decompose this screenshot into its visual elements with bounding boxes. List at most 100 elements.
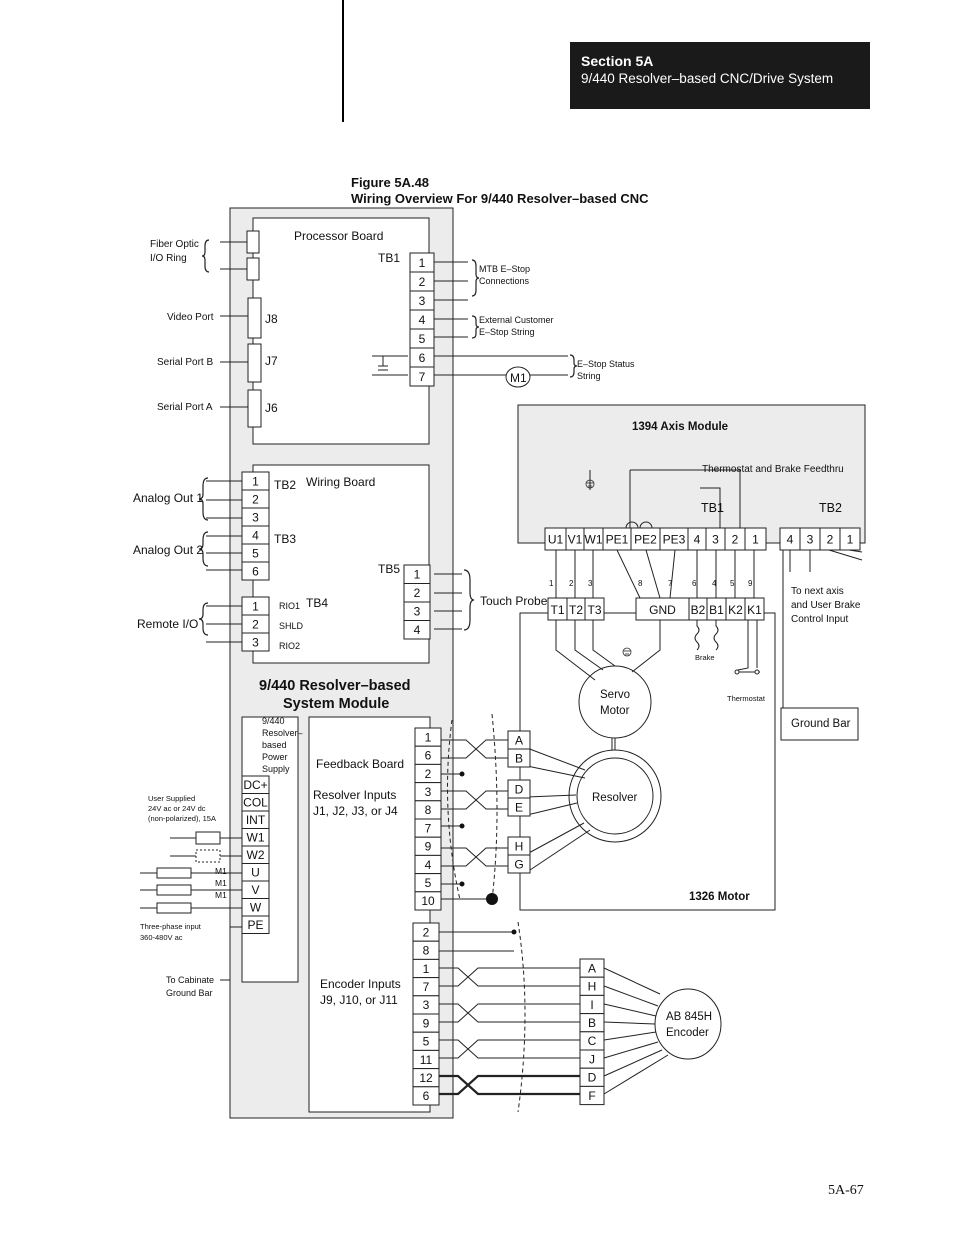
tb4-terminal-label: 2 <box>252 617 259 631</box>
figure-number: Figure 5A.48 <box>351 175 430 190</box>
axis-wire-number: 8 <box>638 579 643 588</box>
encoder-terminal-label: H <box>588 980 597 994</box>
motor-terminal-label: T1 <box>550 603 564 617</box>
encoder-inputs-label-1: Encoder Inputs <box>320 977 401 991</box>
axis-tb2-terminal-label: 1 <box>847 532 854 546</box>
processor-tb1-label: TB1 <box>378 251 400 265</box>
axis-wire-number: 9 <box>748 579 753 588</box>
power-supply-terminal-label: U <box>251 866 260 880</box>
encoder-inputs-label-2: J9, J10, or J11 <box>320 993 398 1007</box>
mtb-estop-label-2: Connections <box>479 276 530 286</box>
ground-bar-note-2: Ground Bar <box>166 988 213 998</box>
tb1-terminal-label: 4 <box>419 313 426 327</box>
axis-tb1-terminal-label: 3 <box>712 532 719 546</box>
motor-terminal-label: B2 <box>691 603 706 617</box>
tb4-label: TB4 <box>306 596 328 610</box>
analog-out-1-label: Analog Out 1 <box>133 491 203 505</box>
tb5-terminal-label: 2 <box>414 586 421 600</box>
estop-status-label-2: String <box>577 371 601 381</box>
axis-tb1-terminal-cell <box>744 527 767 551</box>
encoder-label-2: Encoder <box>666 1027 709 1039</box>
encoder-terminal-label: F <box>588 1089 595 1103</box>
power-supply-terminal-label: W <box>250 901 262 915</box>
touch-probe-label: Touch Probe <box>480 594 548 608</box>
motor-box <box>519 612 776 911</box>
power-supply-terminal-label: W2 <box>247 848 265 862</box>
serial-port-a-label: Serial Port A <box>157 402 213 413</box>
ext-estop-label-2: E–Stop String <box>479 327 535 337</box>
power-supply-terminal-label: INT <box>246 813 266 827</box>
tb5-terminal-label: 3 <box>414 605 421 619</box>
axis-wire-number: 2 <box>569 579 574 588</box>
axis-tb1-terminal-label: 1 <box>752 532 759 546</box>
user-supplied-label-3: (non-polarized), 15A <box>148 814 216 823</box>
encoder-input-terminal-label: 5 <box>423 1035 430 1049</box>
power-supply-label-line: Resolver– <box>262 728 303 738</box>
encoder-input-terminal-label: 6 <box>423 1089 430 1103</box>
figure-title: Wiring Overview For 9/440 Resolver–based… <box>351 191 649 206</box>
encoder-input-terminal-label: 8 <box>423 944 430 958</box>
thermostat-label: Thermostat <box>727 694 766 703</box>
tb1-terminal-label: 6 <box>419 351 426 365</box>
power-supply-terminal-label: W1 <box>247 831 265 845</box>
feedback-board-box <box>308 716 431 1113</box>
tb23-terminal-label: 3 <box>252 510 259 524</box>
resolver-input-terminal-label: 7 <box>425 821 432 835</box>
power-supply-terminal-label: PE <box>247 918 263 932</box>
power-supply-label-line: Power <box>262 752 288 762</box>
wiring-board-box <box>252 464 430 664</box>
figure-caption: Figure 5A.48 Wiring Overview For 9/440 R… <box>351 175 649 207</box>
axis-tb1-terminal-label: V1 <box>568 532 583 546</box>
three-phase-label-2: 360-480V ac <box>140 933 183 942</box>
system-module-title-1: 9/440 Resolver–based <box>259 678 411 694</box>
j6-label: J6 <box>265 401 278 415</box>
user-supplied-label-2: 24V ac or 24V dc <box>148 804 206 813</box>
ground-bar-box <box>780 707 859 741</box>
user-supplied-label-1: User Supplied <box>148 794 195 803</box>
tb5-terminal-label: 4 <box>414 623 421 637</box>
motor-terminal-cell <box>584 597 605 621</box>
brake-label: Brake <box>695 653 715 662</box>
motor-resolver-terminal-cell <box>507 854 531 874</box>
resolver-label: Resolver <box>592 792 638 804</box>
three-phase-label-1: Three-phase input <box>140 922 202 931</box>
power-supply-terminal-label: V <box>251 883 259 897</box>
tb5-label: TB5 <box>378 562 400 576</box>
encoder-label-1: AB 845H <box>666 1011 712 1023</box>
tb1-terminal-label: 3 <box>419 294 426 308</box>
axis-tb1-label: TB1 <box>701 501 724 515</box>
tb4-terminal-cell <box>241 632 270 652</box>
tb1-terminal-cell <box>409 366 435 387</box>
servo-motor-label-1: Servo <box>600 689 630 701</box>
encoder-terminal-cell <box>579 1085 605 1106</box>
encoder-input-terminal-label: 2 <box>423 925 430 939</box>
tb23-terminal-cell <box>241 561 270 581</box>
motor-terminal-label: K1 <box>747 603 762 617</box>
m1-contact-2: M1 <box>215 878 227 888</box>
page-number: 5A-67 <box>828 1183 864 1198</box>
encoder-input-terminal-cell <box>412 1086 440 1106</box>
resolver-inputs-label-2: J1, J2, J3, or J4 <box>313 804 398 818</box>
mtb-estop-label-1: MTB E–Stop <box>479 264 530 274</box>
power-supply-label-line: based <box>262 740 287 750</box>
m1-contact-1: M1 <box>215 866 227 876</box>
tb3-label: TB3 <box>274 532 296 546</box>
axis-wire-number: 1 <box>549 579 554 588</box>
ground-bar-note-1: To Cabinate <box>166 975 214 985</box>
axis-tb2-terminal-label: 4 <box>787 532 794 546</box>
motor-resolver-terminal-label: D <box>515 782 524 796</box>
power-supply-terminal-cell <box>241 915 270 934</box>
processor-board-box <box>252 217 430 445</box>
fiber-optic-label-2: I/O Ring <box>150 253 187 264</box>
m1-coil-label: M1 <box>510 371 527 385</box>
servo-motor-label-2: Motor <box>600 705 630 717</box>
tb1-terminal-label: 5 <box>419 332 426 346</box>
analog-out-2-label: Analog Out 2 <box>133 543 203 557</box>
